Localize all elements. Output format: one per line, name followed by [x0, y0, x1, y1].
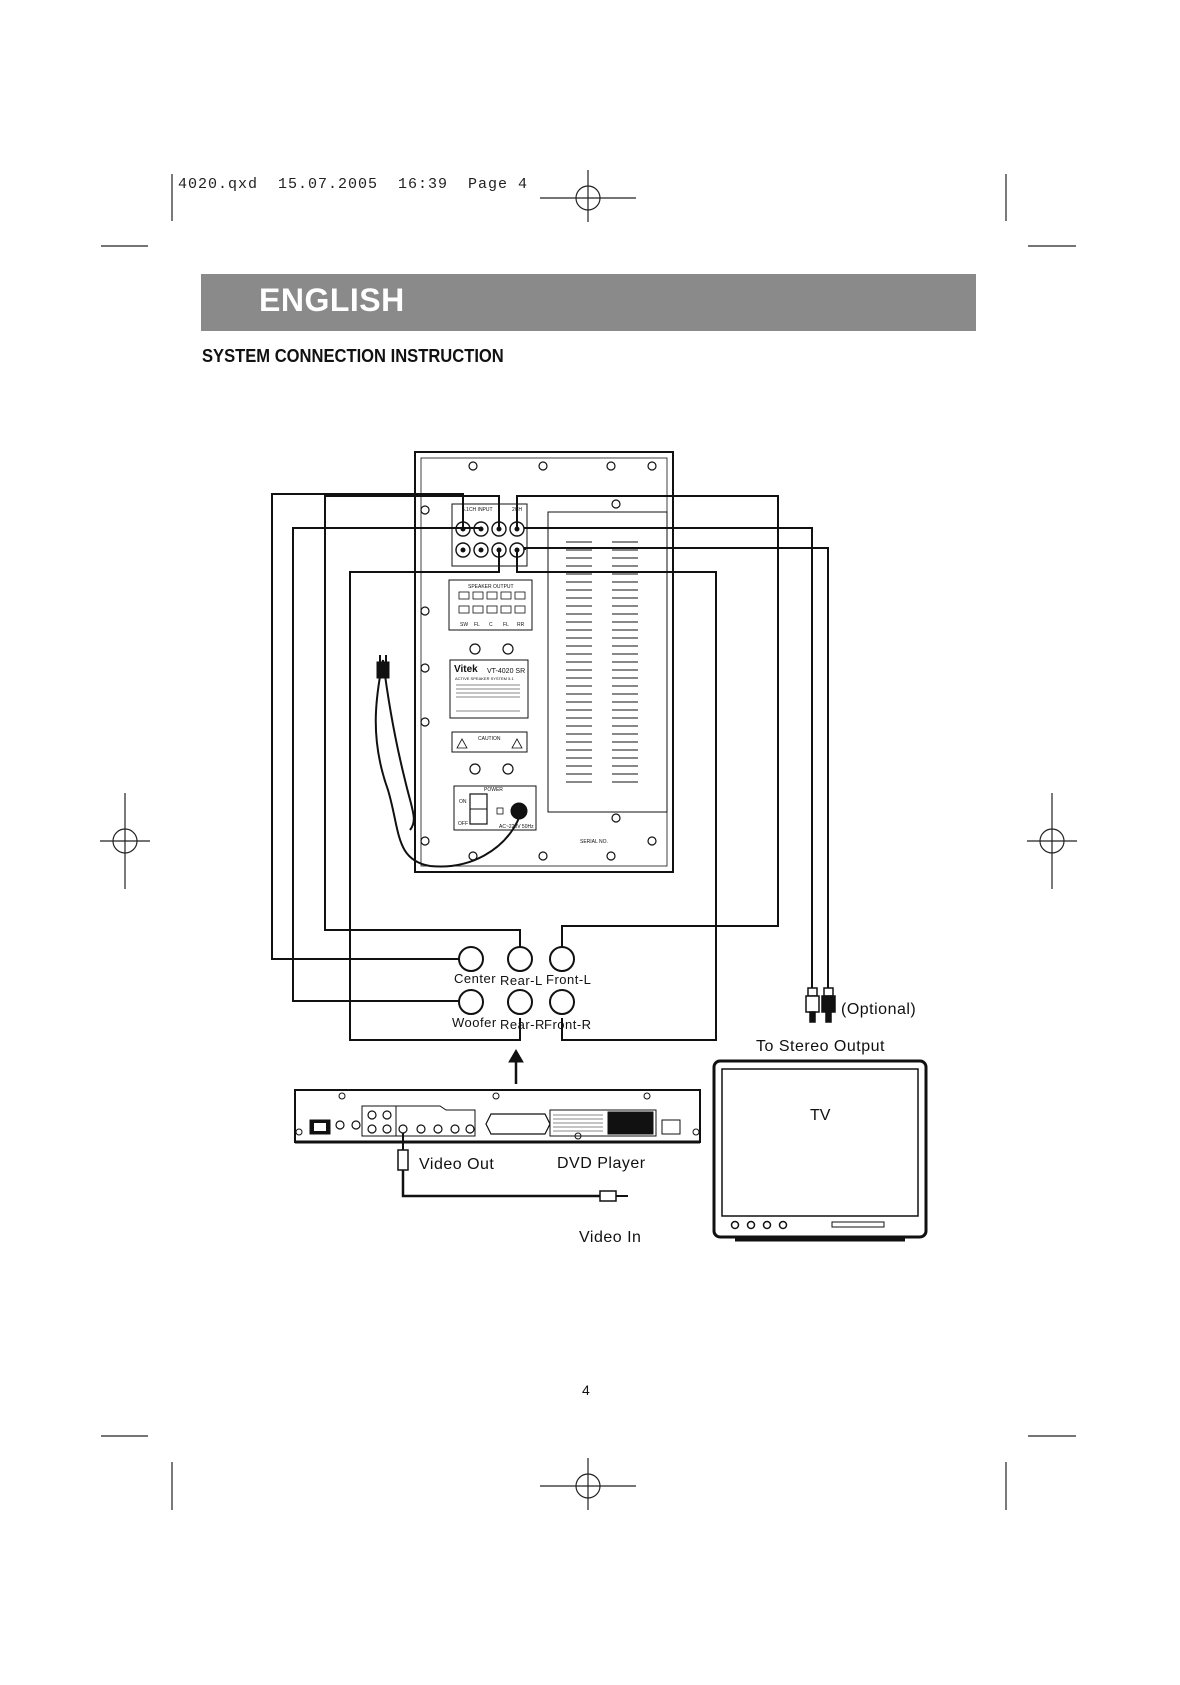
front-r-jack — [549, 989, 575, 1015]
optional-label: (Optional) — [841, 1001, 916, 1018]
arrow-up-icon — [508, 1049, 524, 1084]
section-title: SYSTEM CONNECTION INSTRUCTION — [202, 346, 504, 366]
video-cable — [397, 1133, 628, 1202]
speaker-channel-label: RR — [517, 622, 525, 628]
panel-screws — [420, 461, 657, 861]
rear-r-jack — [507, 989, 533, 1015]
language-header-band: ENGLISH — [201, 274, 976, 331]
rca-plug-icon — [805, 987, 836, 1023]
speaker-channel-label: FL — [474, 622, 480, 628]
registration-mark-right — [1027, 793, 1077, 889]
system-subtitle: ACTIVE SPEAKER SYSTEM 5.1 — [455, 676, 514, 681]
page-number: 4 — [582, 1382, 590, 1398]
tv-set — [712, 1059, 928, 1242]
dvd-player-label: DVD Player — [557, 1155, 646, 1172]
vent-grille — [547, 511, 668, 813]
speaker-channel-label: C — [489, 622, 493, 628]
connector-jacks — [458, 946, 575, 1015]
tv-label: TV — [810, 1107, 831, 1124]
speaker-output-block — [448, 579, 533, 631]
dvd-player-label-lines — [553, 1114, 603, 1132]
registration-mark-bottom — [540, 1458, 636, 1510]
crop-marks — [101, 174, 1076, 1510]
power-on-label: ON — [459, 799, 467, 805]
serial-label: SERIAL NO. — [580, 839, 608, 845]
video-out-label: Video Out — [419, 1156, 494, 1173]
registration-mark-top — [540, 170, 636, 222]
ac-label: AC~220V 50Hz — [499, 824, 534, 830]
subwoofer-rear-panel: 5.1CH INPUT 2CH SPEAKER OUTPUT Vitek VT-… — [414, 451, 674, 873]
model-label: VT-4020 SR — [487, 668, 525, 675]
brand-label: Vitek — [454, 664, 478, 675]
power-label: POWER — [484, 787, 503, 793]
front-r-label: Front-R — [544, 1017, 592, 1032]
registration-mark-left — [100, 793, 150, 889]
print-slug: 4020.qxd 15.07.2005 16:39 Page 4 — [178, 176, 529, 193]
power-block — [453, 785, 537, 831]
rear-l-jack — [507, 946, 533, 972]
language-title: ENGLISH — [259, 282, 405, 318]
rear-r-label: Rear-R — [500, 1017, 545, 1032]
rear-l-label: Rear-L — [500, 973, 543, 988]
woofer-jack — [458, 989, 484, 1015]
input-label: 5.1CH INPUT — [462, 507, 493, 513]
stereo-output-label: To Stereo Output — [756, 1038, 885, 1055]
center-label: Center — [454, 971, 496, 986]
front-l-jack — [549, 946, 575, 972]
caution-label: CAUTION — [478, 736, 501, 742]
caution-plate — [451, 731, 528, 753]
video-in-label: Video In — [579, 1229, 641, 1246]
rating-label-plate — [449, 659, 529, 719]
woofer-label: Woofer — [452, 1015, 497, 1030]
signal-wires — [271, 493, 829, 1041]
speaker-channel-label: FL — [503, 622, 509, 628]
power-cord — [374, 655, 520, 868]
dvd-player-rear — [294, 1089, 701, 1144]
power-off-label: OFF — [458, 821, 468, 827]
speaker-output-label: SPEAKER OUTPUT — [468, 584, 514, 590]
center-jack — [458, 946, 484, 972]
front-l-label: Front-L — [546, 972, 591, 987]
speaker-channel-label: SW — [460, 622, 468, 628]
